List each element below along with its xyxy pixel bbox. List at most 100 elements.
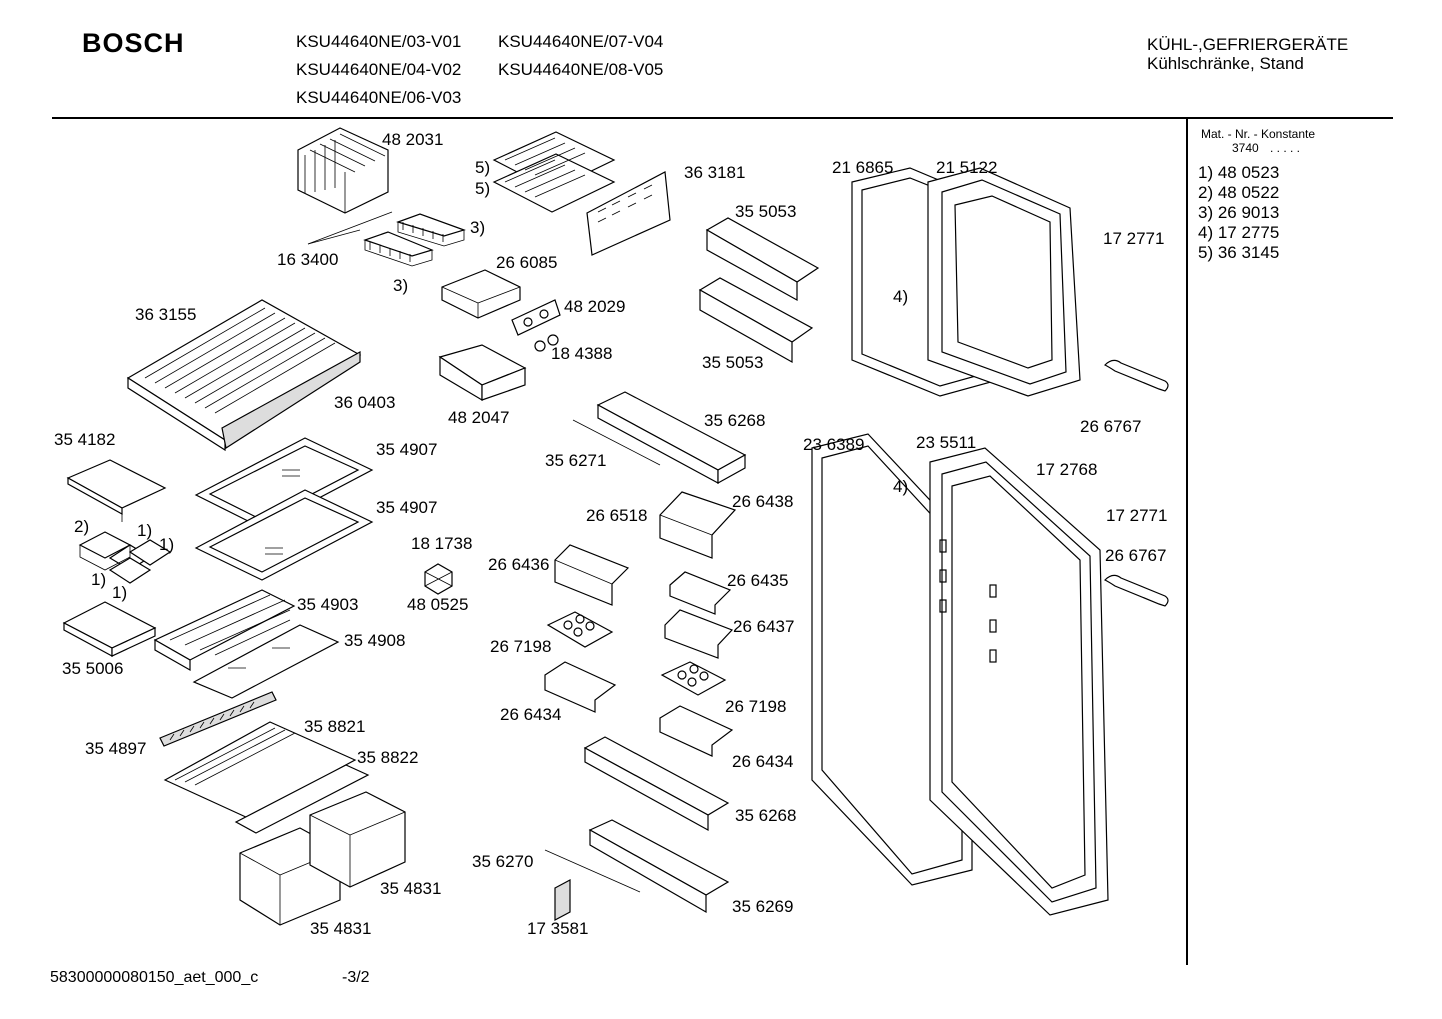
part-label: 26 6434 — [500, 705, 562, 724]
legend-constant: 3740 — [1232, 141, 1259, 155]
ice-tray-part — [307, 211, 466, 267]
model-number: KSU44640NE/03-V01 — [296, 32, 462, 51]
part-label: 36 0403 — [334, 393, 396, 412]
legend-item: 3) 26 9013 — [1198, 203, 1280, 222]
part-label: 23 6389 — [803, 435, 865, 454]
part-label: 36 3181 — [684, 163, 746, 182]
door-bottle-shelf-part — [544, 736, 730, 914]
part-label: 5) — [475, 158, 491, 177]
legend-heading: Mat. - Nr. - Konstante — [1201, 127, 1316, 141]
model-number: KSU44640NE/04-V02 — [296, 60, 462, 79]
legend-item: 1) 48 0523 — [1198, 163, 1280, 182]
part-label: 35 4903 — [297, 595, 359, 614]
part-label: 35 8821 — [304, 717, 366, 736]
part-label: 18 4388 — [551, 344, 613, 363]
glass-insert-part — [192, 624, 340, 699]
crisper-cover-part — [163, 721, 357, 819]
part-label: 35 5053 — [735, 202, 797, 221]
document-id: 58300000080150_aet_000_c — [50, 969, 259, 986]
part-label: 35 6270 — [472, 852, 534, 871]
part-label: 3) — [393, 276, 409, 295]
part-label: 17 2768 — [1036, 460, 1098, 479]
legend-item: 2) 48 0522 — [1198, 183, 1280, 202]
part-label: 35 4182 — [54, 430, 116, 449]
part-label: 17 2771 — [1106, 506, 1168, 525]
ice-tray-holder-part — [297, 127, 389, 214]
part-label: 35 6269 — [732, 897, 794, 916]
small-box-part — [659, 491, 737, 559]
cube-part — [424, 563, 453, 595]
wire-shelf-part — [492, 131, 616, 213]
part-label: 5) — [475, 179, 491, 198]
part-label: 35 4897 — [85, 739, 147, 758]
part-label: 48 2029 — [564, 297, 626, 316]
butter-box-part — [544, 661, 734, 757]
part-label: 2) — [74, 517, 90, 536]
trim-strip-part — [159, 691, 277, 747]
freezer-door-part — [851, 167, 1081, 397]
model-number: KSU44640NE/07-V04 — [498, 32, 664, 51]
part-label: 35 4907 — [376, 440, 438, 459]
part-label: 1) — [91, 570, 107, 589]
door-handle-part — [1103, 359, 1169, 607]
part-label: 26 6435 — [727, 571, 789, 590]
cover-glass-part — [234, 764, 370, 834]
page-number: -3/2 — [342, 969, 370, 986]
brand-logo: BOSCH — [82, 28, 185, 58]
part-label: 35 8822 — [357, 748, 419, 767]
part-label: 21 5122 — [936, 158, 998, 177]
cover-panel-part — [586, 171, 671, 256]
part-label: 26 7198 — [725, 697, 787, 716]
egg-compartment-part — [78, 531, 172, 584]
part-label: 23 5511 — [916, 433, 977, 452]
part-label: 16 3400 — [277, 250, 339, 269]
shelf-frame-part — [153, 589, 296, 672]
door-rack-part — [698, 217, 820, 364]
part-label: 21 6865 — [832, 158, 894, 177]
part-label: 26 6767 — [1080, 417, 1142, 436]
part-label: 35 4831 — [310, 919, 372, 938]
legend-item: 4) 17 2775 — [1198, 223, 1280, 242]
part-label: 26 6434 — [732, 752, 794, 771]
part-label: 35 6268 — [735, 806, 797, 825]
drawer-part — [438, 344, 527, 402]
egg-tray-part — [546, 611, 727, 696]
model-number: KSU44640NE/06-V03 — [296, 88, 462, 107]
part-label: 1) — [112, 583, 128, 602]
part-label: 4) — [893, 477, 909, 496]
part-label: 35 4831 — [380, 879, 442, 898]
part-label: 17 2771 — [1103, 229, 1165, 248]
part-label: 4) — [893, 287, 909, 306]
part-label: 26 6436 — [488, 555, 550, 574]
holder-part — [441, 269, 521, 319]
tray-part — [62, 601, 157, 658]
front-strip-part — [221, 350, 361, 449]
part-label: 3) — [470, 218, 486, 237]
part-label: 1) — [137, 521, 153, 540]
part-label: 48 2031 — [382, 130, 444, 149]
part-label: 26 6085 — [496, 253, 558, 272]
part-label: 1) — [159, 535, 175, 554]
part-label: 35 6268 — [704, 411, 766, 430]
part-label: 48 0525 — [407, 595, 469, 614]
glass-shelf-part — [194, 437, 374, 581]
fridge-door-part — [811, 433, 1109, 916]
legend-item: 5) 36 3145 — [1198, 243, 1280, 262]
part-label: 35 6271 — [545, 451, 607, 470]
part-label: 26 7198 — [490, 637, 552, 656]
category-subtitle: Kühlschränke, Stand — [1147, 54, 1304, 73]
part-label: 26 6518 — [586, 506, 648, 525]
button-plate-part — [511, 299, 561, 352]
bracket-part — [554, 879, 571, 921]
part-label: 26 6767 — [1105, 546, 1167, 565]
legend-dots: . . . . . — [1270, 141, 1301, 155]
part-label: 26 6438 — [732, 492, 794, 511]
part-label: 35 4908 — [344, 631, 406, 650]
small-bin-part — [664, 571, 734, 659]
part-label: 35 5053 — [702, 353, 764, 372]
part-label: 35 4907 — [376, 498, 438, 517]
part-label: 18 1738 — [411, 534, 473, 553]
door-shelf-part — [572, 391, 747, 485]
category-title: KÜHL-,GEFRIERGERÄTE — [1147, 35, 1349, 54]
